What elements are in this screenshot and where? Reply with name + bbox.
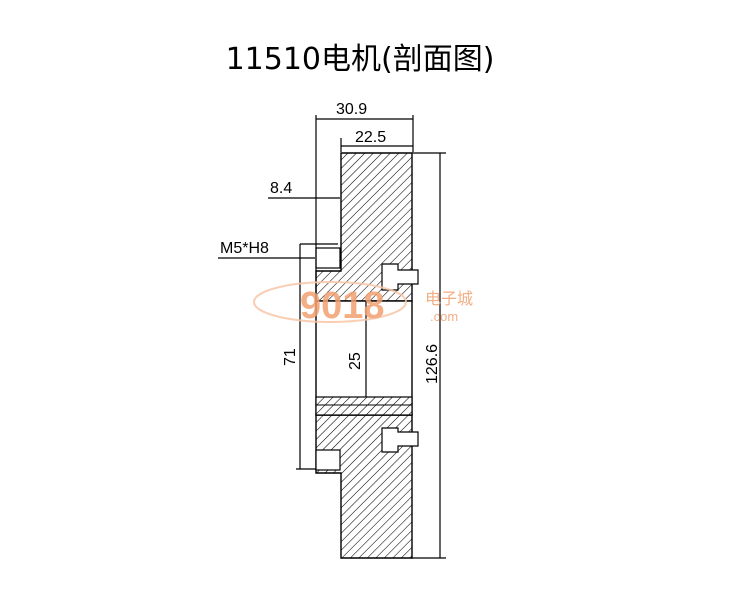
watermark-logo: 9018 电子城 .com: [253, 281, 473, 327]
dim-bore: 25: [347, 352, 364, 370]
watermark-cn-text: 电子城: [425, 289, 473, 308]
dim-step: 8.4: [270, 180, 292, 197]
thread-hole-lower: [315, 449, 341, 471]
dim-overall-height: 126.6: [424, 344, 441, 384]
thread-hole-upper: [315, 247, 341, 269]
watermark-suffix: .com: [430, 309, 458, 324]
setscrew-slot-lower: [381, 427, 419, 453]
dim-thread: M5*H8: [220, 240, 269, 257]
page-title: 11510电机(剖面图): [225, 42, 495, 77]
watermark-text: 9018: [300, 285, 385, 327]
keyway-band: [315, 396, 413, 416]
dim-overall-width: 30.9: [336, 101, 367, 118]
dim-inner-width: 22.5: [355, 129, 386, 146]
setscrew-slot-upper: [381, 263, 419, 291]
dim-height-71: 71: [282, 348, 299, 366]
